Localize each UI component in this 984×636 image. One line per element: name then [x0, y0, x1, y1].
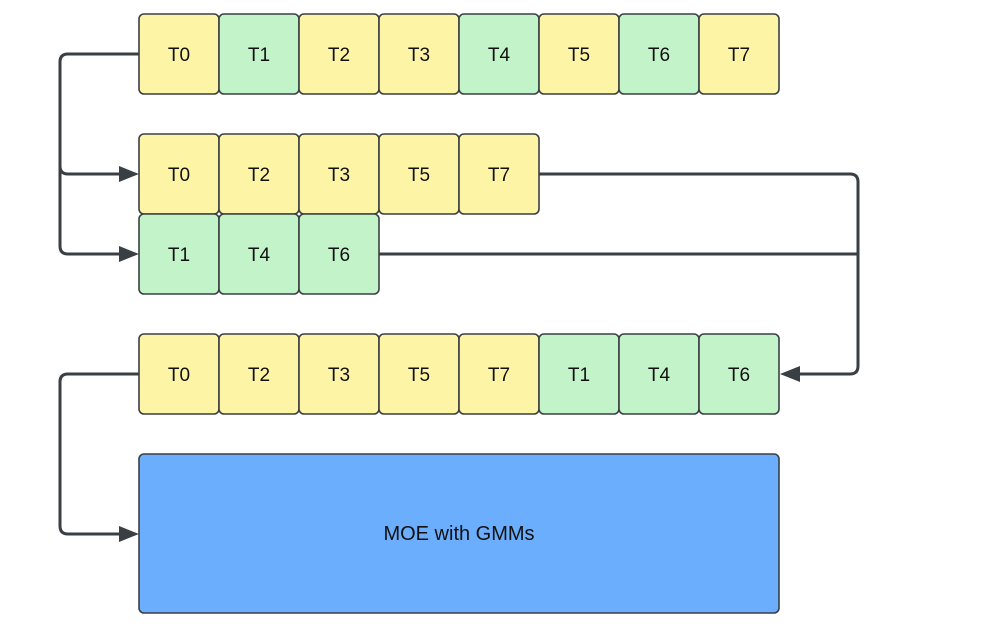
arrow-head-icon	[119, 166, 139, 182]
token-label: T4	[248, 245, 271, 266]
split-connector-yellow	[58, 52, 141, 176]
token-cell-t7	[698, 13, 780, 95]
token-label: T0	[168, 45, 190, 66]
token-cell-t7	[458, 133, 540, 215]
input-token-row: T0 T1 T2 T3 T4 T5 T6 T7	[138, 13, 780, 95]
token-label: T7	[488, 365, 510, 386]
arrow-head-icon	[119, 526, 139, 542]
token-label: T1	[568, 365, 590, 386]
arrow-head-icon	[119, 246, 139, 262]
token-label: T7	[728, 45, 750, 66]
moe-block-box	[138, 453, 780, 614]
token-cell-t6	[298, 213, 380, 295]
green-group-row: T1 T4 T6	[138, 213, 380, 295]
token-label: T6	[328, 245, 350, 266]
sorted-token-row: T0 T2 T3 T5 T7 T1 T4 T6	[138, 333, 780, 415]
moe-block-label: MOE with GMMs	[383, 523, 534, 545]
token-label: T4	[648, 365, 671, 386]
arrow-head-icon	[780, 366, 800, 382]
token-label: T7	[488, 165, 510, 186]
token-label: T1	[248, 45, 270, 66]
token-label: T5	[408, 365, 430, 386]
merge-connector-yellow	[537, 172, 860, 376]
token-label: T5	[568, 45, 590, 66]
moe-connector	[58, 372, 141, 536]
token-cell-t6	[698, 333, 780, 415]
token-label: T4	[488, 45, 511, 66]
token-label: T0	[168, 365, 190, 386]
token-label: T0	[168, 165, 190, 186]
split-connector-green	[58, 164, 124, 256]
token-label: T6	[728, 365, 750, 386]
token-label: T3	[408, 45, 430, 66]
token-label: T6	[648, 45, 670, 66]
yellow-group-row: T0 T2 T3 T5 T7	[138, 133, 540, 215]
token-label: T3	[328, 365, 350, 386]
moe-block: MOE with GMMs	[138, 453, 780, 614]
connectors	[58, 52, 860, 542]
token-label: T1	[168, 245, 190, 266]
token-label: T2	[328, 45, 350, 66]
token-label: T5	[408, 165, 430, 186]
token-label: T2	[248, 365, 270, 386]
token-label: T3	[328, 165, 350, 186]
token-label: T2	[248, 165, 270, 186]
